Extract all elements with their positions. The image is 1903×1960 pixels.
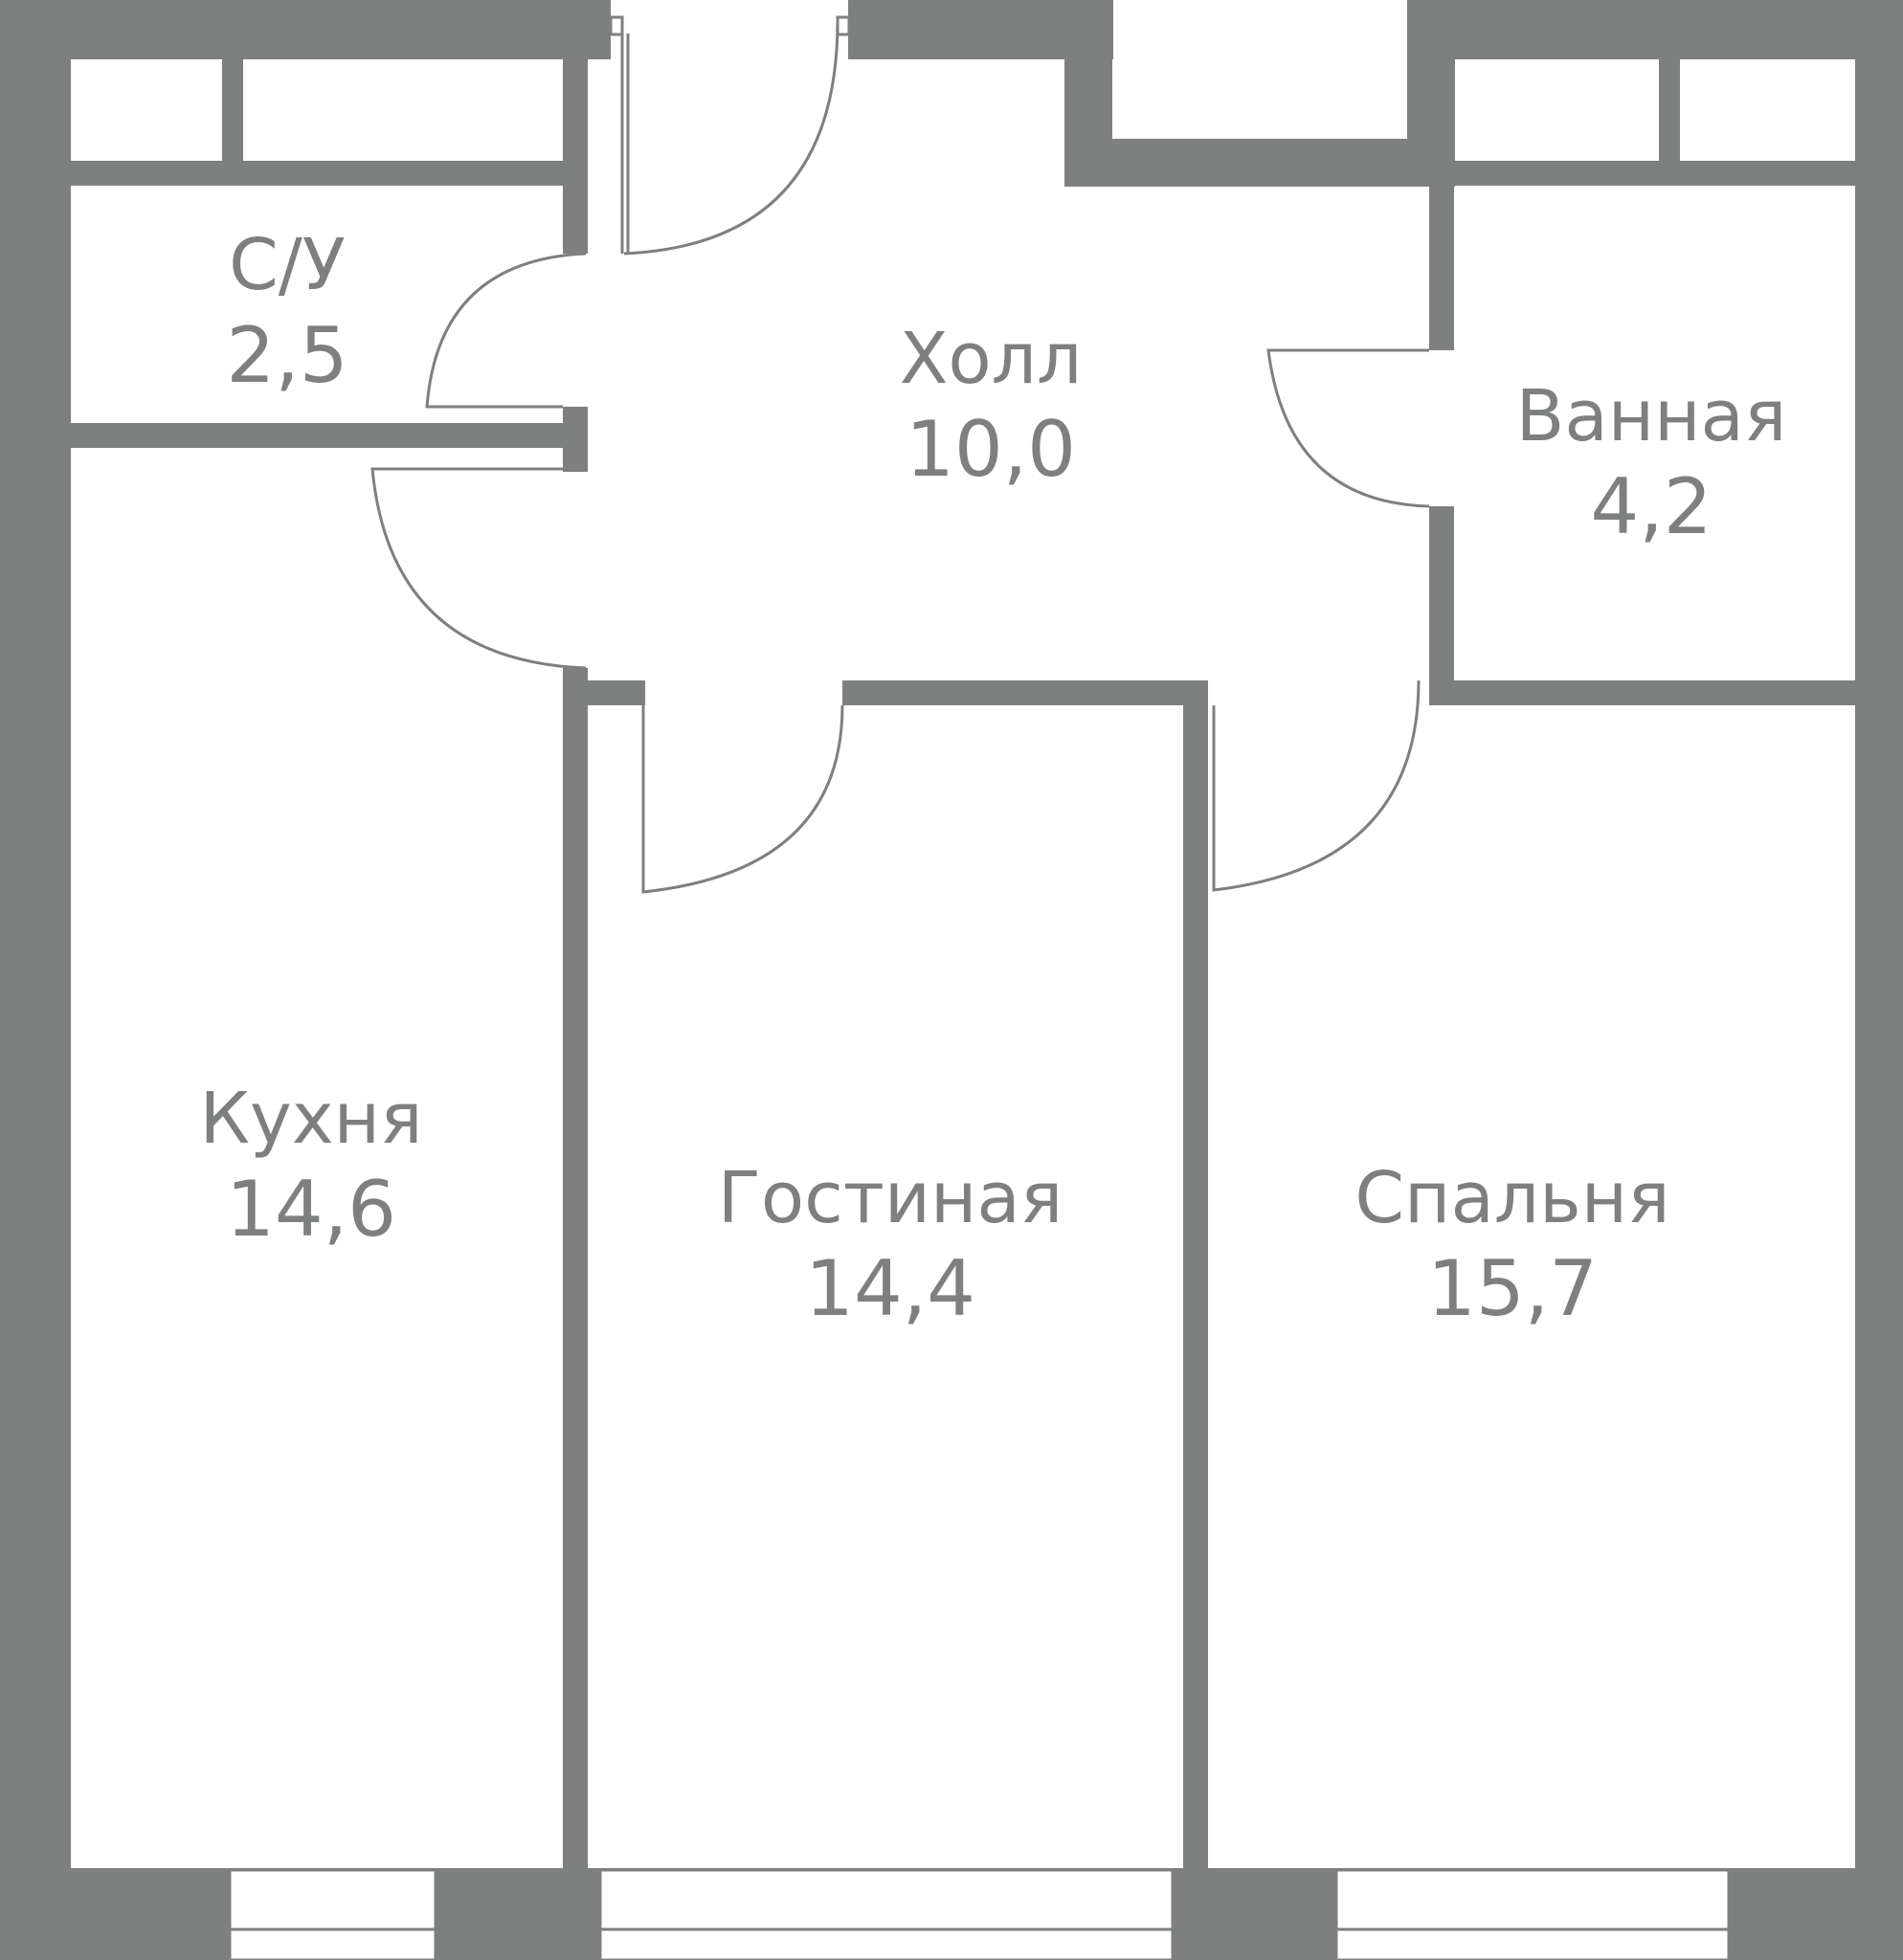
wall-left (0, 0, 71, 1960)
window-bedroom (1334, 1868, 1731, 1960)
room-area-bedroom: 15,7 (1426, 1244, 1599, 1333)
door-kitchen (370, 467, 587, 670)
wall-bath-left-upper (1429, 186, 1454, 350)
room-label-wc: С/У 2,5 (206, 230, 369, 394)
room-label-kitchen: Кухня 14,6 (168, 1083, 455, 1248)
wall-wc-right-lower (563, 407, 588, 472)
wall-bath-top (1447, 161, 1855, 186)
room-label-bedroom: Спальня 15,7 (1340, 1163, 1685, 1327)
wall-niche-bottom (1064, 139, 1455, 187)
door-wc (425, 252, 587, 409)
room-label-living: Гостиная 14,4 (713, 1163, 1067, 1327)
room-name-living: Гостиная (717, 1157, 1063, 1239)
room-label-bathroom: Ванная 4,2 (1498, 381, 1804, 546)
room-area-wc: 2,5 (226, 311, 348, 400)
window-living (598, 1868, 1175, 1960)
door-bedroom (1212, 679, 1421, 892)
room-name-bathroom: Ванная (1515, 375, 1787, 457)
doors (370, 15, 1430, 894)
door-living (641, 704, 844, 894)
wall-bath-bottom (1429, 680, 1855, 705)
room-name-kitchen: Кухня (199, 1078, 423, 1160)
room-name-hall: Холл (899, 318, 1083, 400)
wall-wc-top (71, 161, 588, 186)
wall-kitchen-right (563, 668, 588, 1868)
mullion-top-right (1659, 59, 1680, 161)
door-bathroom (1266, 348, 1430, 508)
wall-top-left (0, 0, 611, 59)
room-area-hall: 10,0 (905, 405, 1077, 494)
wall-top-right (1407, 0, 1903, 59)
windows (228, 1868, 1731, 1960)
wall-living-top-right (842, 680, 1208, 705)
room-label-hall: Холл 10,0 (876, 323, 1106, 488)
wall-wc-bottom (71, 423, 588, 448)
mullion-top-left (222, 59, 243, 161)
room-name-wc: С/У (229, 224, 346, 306)
wall-bath-left-lower (1429, 506, 1454, 705)
room-area-kitchen: 14,6 (225, 1165, 397, 1254)
room-name-bedroom: Спальня (1354, 1157, 1670, 1239)
room-area-living: 14,4 (804, 1244, 976, 1333)
wall-living-top-left (588, 680, 645, 705)
wall-bedroom-left (1183, 680, 1208, 1868)
window-kitchen (228, 1868, 437, 1960)
room-area-bathroom: 4,2 (1590, 462, 1713, 551)
door-entrance (620, 20, 840, 256)
wall-wc-right-upper (563, 0, 588, 254)
wall-right (1855, 0, 1903, 1960)
